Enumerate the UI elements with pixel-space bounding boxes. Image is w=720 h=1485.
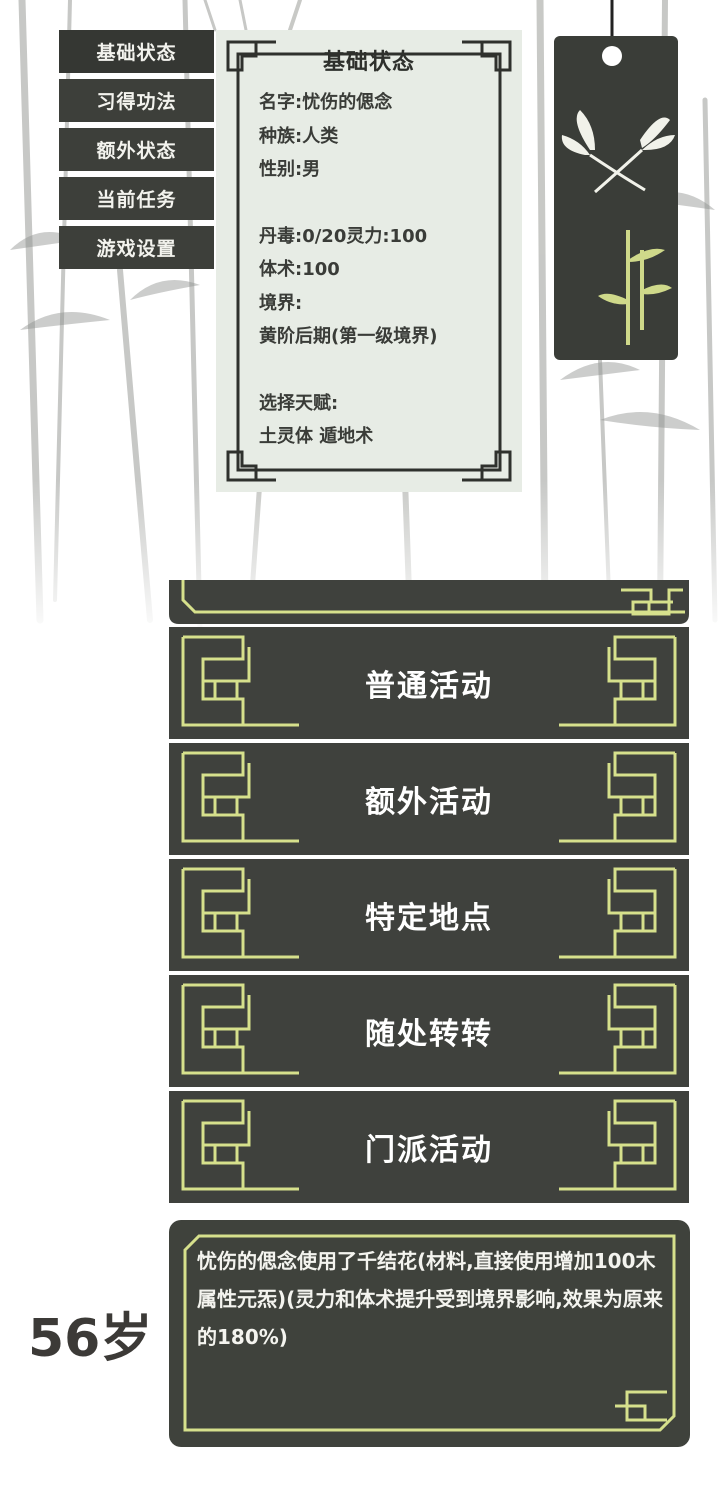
bookmark-decoration [554,0,678,360]
activity-button-normal[interactable]: 普通活动 [169,627,689,739]
realm-label: 境界: [259,292,303,314]
event-log-message: 忧伤的偲念使用了千结花(材料,直接使用增加100木属性元炁)(灵力和体术提升受到… [197,1249,663,1349]
activity-button-extra[interactable]: 额外活动 [169,743,689,855]
activity-label: 特定地点 [365,901,493,936]
activity-label: 门派活动 [365,1133,493,1168]
activity-label: 随处转转 [365,1017,493,1052]
menu-item-extra-status[interactable]: 额外状态 [59,128,214,171]
menu-item-game-settings[interactable]: 游戏设置 [59,226,214,269]
activity-label: 普通活动 [365,669,493,704]
activity-button-sect[interactable]: 门派活动 [169,1091,689,1203]
character-race: 种族:人类 [259,125,339,147]
panel-frame-ornament [226,40,512,482]
activity-list-top-edge [169,580,689,624]
status-panel: 基础状态 名字:忧伤的偲念 种族:人类 性别:男 丹毒:0/20灵力:100 体… [216,30,522,492]
log-frame-ornament [183,1234,676,1432]
menu-item-current-quest[interactable]: 当前任务 [59,177,214,220]
poison-and-spirit: 丹毒:0/20灵力:100 [259,225,428,247]
talent-value: 土灵体 遁地术 [259,426,374,447]
talent-label: 选择天赋: [259,392,339,414]
status-details: 名字:忧伤的偲念 种族:人类 性别:男 丹毒:0/20灵力:100 体术:100… [259,86,509,454]
menu-item-basic-status[interactable]: 基础状态 [59,30,214,73]
activity-button-wander[interactable]: 随处转转 [169,975,689,1087]
status-title: 基础状态 [322,50,415,75]
activity-button-specific-location[interactable]: 特定地点 [169,859,689,971]
character-name: 名字:忧伤的偲念 [259,92,393,113]
menu-item-learned-skills[interactable]: 习得功法 [59,79,214,122]
flower-icon [561,110,675,155]
event-log-box: 忧伤的偲念使用了千结花(材料,直接使用增加100木属性元炁)(灵力和体术提升受到… [169,1220,690,1447]
activity-label: 额外活动 [365,785,493,820]
age-indicator: 56岁 [28,1309,153,1369]
body-art: 体术:100 [259,259,340,280]
realm-value: 黄阶后期(第一级境界) [259,326,438,347]
side-menu: 基础状态 习得功法 额外状态 当前任务 游戏设置 [59,30,214,275]
character-gender: 性别:男 [259,159,321,180]
